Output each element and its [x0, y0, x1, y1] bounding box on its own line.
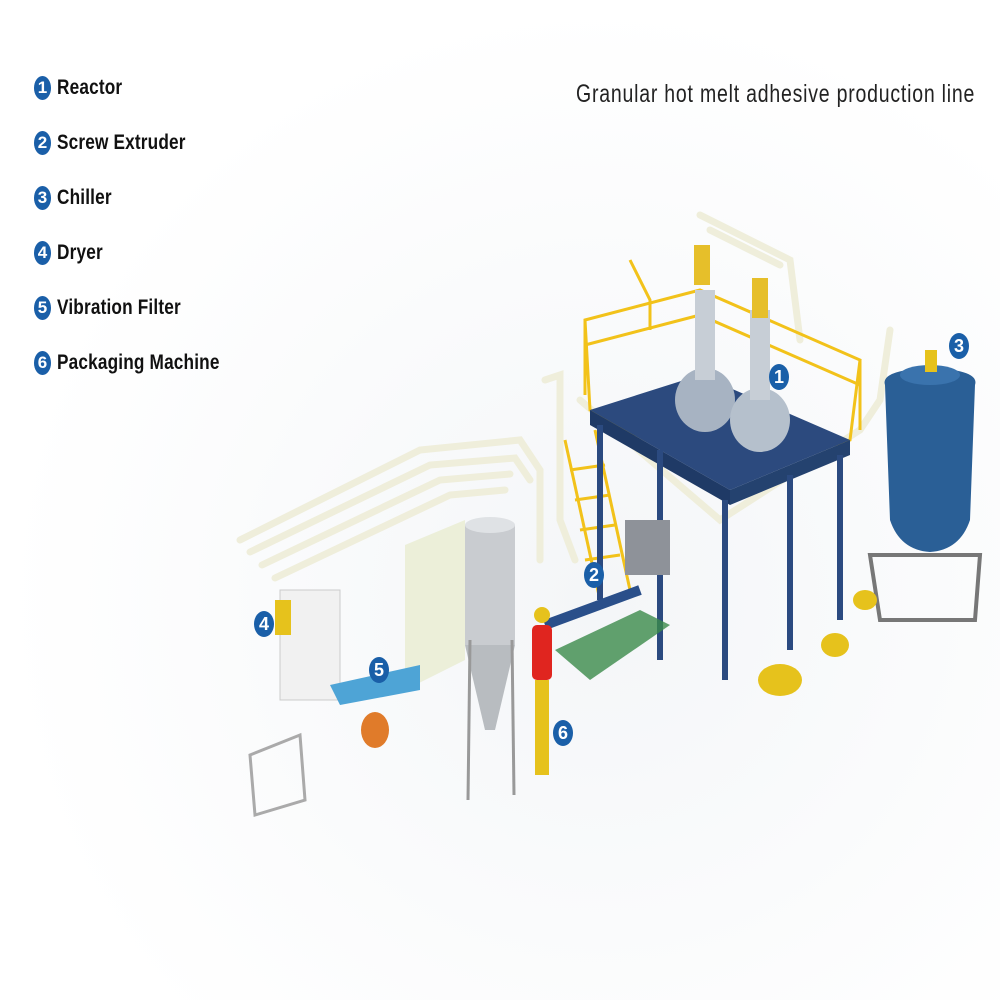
marker-packaging-machine: 6 — [553, 720, 573, 746]
number-badge: 6 — [34, 350, 51, 375]
storage-silo — [465, 517, 516, 801]
operator-figure — [532, 607, 552, 775]
dryer-and-filter — [248, 589, 420, 817]
diagram-title: Granular hot melt adhesive production li… — [576, 80, 976, 108]
number-badge: 1 — [34, 75, 51, 100]
legend-label: Vibration Filter — [57, 295, 181, 319]
reactor-vessels — [675, 245, 790, 452]
marker-screw-extruder: 2 — [584, 562, 604, 588]
marker-chiller: 3 — [949, 333, 969, 359]
chiller-tower — [853, 350, 983, 622]
marker-vibration-filter: 5 — [369, 657, 389, 683]
number-badge: 2 — [34, 130, 51, 155]
marker-dryer: 4 — [254, 611, 274, 637]
number-badge: 3 — [34, 185, 51, 210]
legend-label: Screw Extruder — [57, 130, 186, 154]
reactor-platform — [590, 375, 850, 490]
marker-reactor: 1 — [769, 364, 789, 390]
screw-extruder — [543, 520, 849, 696]
legend-label: Packaging Machine — [57, 350, 220, 374]
number-badge: 4 — [34, 240, 51, 265]
legend-label: Reactor — [57, 75, 123, 99]
number-badge: 5 — [34, 295, 51, 320]
legend-label: Chiller — [57, 185, 112, 209]
control-cabinet — [405, 520, 465, 690]
legend-label: Dryer — [57, 240, 103, 264]
